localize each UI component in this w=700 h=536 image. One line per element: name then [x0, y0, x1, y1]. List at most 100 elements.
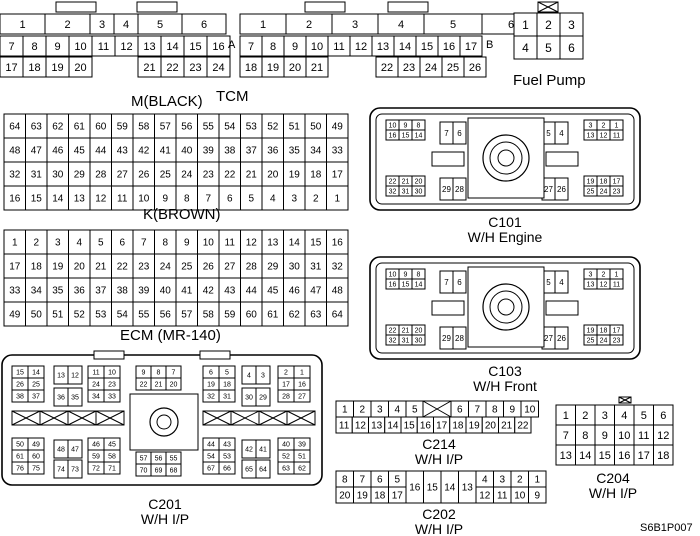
pin-number: 13 [462, 483, 474, 494]
pin-number: 19 [267, 62, 279, 74]
pin-cell [67, 459, 83, 479]
pin-cell [609, 129, 624, 141]
pin-number: 15 [404, 421, 416, 432]
pin-number: 17 [613, 179, 621, 186]
pin-number: 6 [568, 41, 575, 55]
c214-code: C214 [422, 436, 456, 452]
pin-number: 2 [313, 194, 319, 205]
pin-number: 4 [270, 194, 276, 205]
pin-number: 38 [224, 146, 236, 157]
c101-code: C101 [488, 214, 522, 230]
pin-number: 12 [355, 421, 367, 432]
pin-cell [181, 13, 227, 35]
pin-number: 11 [613, 282, 620, 289]
c103-name: W/H Front [473, 377, 537, 394]
pin-number: 1 [300, 370, 304, 377]
pin-number: 11 [225, 238, 236, 249]
pin-number: 24 [212, 62, 224, 74]
c202-name: W/H I/P [414, 520, 464, 536]
pin-number: 64 [332, 310, 344, 321]
pin-number: 21 [501, 421, 513, 432]
pin-cell [27, 389, 45, 403]
pin-number: 62 [298, 466, 306, 473]
pin-number: 10 [514, 491, 526, 502]
pin-number: 2 [602, 123, 606, 130]
pin-number: 48 [332, 286, 344, 297]
pin-number: 16 [332, 238, 344, 249]
pin-number: 20 [74, 262, 86, 273]
pin-number: 21 [143, 62, 155, 74]
pin-number: 2 [33, 238, 39, 249]
pin-number: 7 [141, 238, 147, 249]
pin-number: 19 [469, 421, 481, 432]
pin-number: 33 [9, 286, 21, 297]
pin-number: 55 [170, 456, 178, 463]
pin-number: 14 [579, 450, 591, 462]
pin-number: 52 [74, 310, 86, 321]
pin-number: 28 [282, 394, 290, 401]
pin-number: 43 [223, 442, 231, 449]
pin-number: 3 [99, 19, 105, 31]
cross-line [537, 1, 559, 13]
pin-number: 18 [310, 170, 322, 181]
pin-cell [293, 389, 311, 403]
pin-number: 6 [457, 278, 462, 287]
pin-number: 23 [403, 62, 415, 74]
c204-name: W/H I/P [588, 484, 638, 501]
pin-number: 35 [71, 395, 79, 402]
pin-number: 36 [267, 146, 279, 157]
pin-number: 8 [31, 41, 37, 53]
tcm-label: TCM [216, 88, 249, 105]
pin-number: 21 [402, 179, 410, 186]
pin-number: 1 [615, 272, 619, 279]
pin-number: 8 [184, 194, 190, 205]
pin-number: 72 [92, 466, 100, 473]
pin-cell [528, 486, 547, 504]
pin-number: 8 [270, 41, 276, 53]
pin-number: 56 [160, 310, 172, 321]
pin-number: 5 [450, 19, 456, 31]
cross-line [95, 410, 125, 426]
connector-b-top-tab [304, 1, 346, 13]
pin-number: 22 [381, 62, 393, 74]
pin-number: 9 [404, 272, 408, 279]
c214-label: C214 W/H I/P [384, 437, 494, 466]
pin-number: 9 [162, 194, 168, 205]
pin-number: 5 [641, 410, 647, 422]
pin-number: 7 [563, 430, 569, 442]
pin-number: 4 [247, 373, 251, 380]
cross-line [202, 410, 232, 426]
pin-number: 57 [140, 456, 148, 463]
pin-number: 16 [298, 382, 306, 389]
pin-number: 49 [32, 442, 40, 449]
pin-number: 54 [117, 310, 129, 321]
pin-cell [206, 35, 231, 57]
pin-number: 4 [76, 238, 82, 249]
pin-number: 41 [160, 146, 172, 157]
pin-number: 27 [544, 334, 553, 343]
pin-number: 76 [16, 466, 24, 473]
pin-number: 65 [245, 467, 253, 474]
c202-code: C202 [422, 506, 456, 522]
pin-cell [305, 56, 329, 78]
pin-number: 52 [267, 122, 279, 133]
pin-b-label: B [486, 39, 494, 51]
pin-number: 58 [108, 454, 116, 461]
pin-number: 51 [52, 310, 64, 321]
pin-cell [218, 389, 236, 403]
pin-number: 19 [207, 382, 215, 389]
pin-number: 21 [311, 62, 323, 74]
cross-line [422, 400, 452, 418]
pin-number: 32 [389, 189, 397, 196]
pin-cell [326, 301, 349, 327]
pin-number: 59 [92, 454, 100, 461]
pin-cell [255, 439, 271, 459]
pin-cell [103, 389, 121, 403]
pin-cell [452, 177, 467, 201]
pin-number: 17 [9, 262, 21, 273]
pin-number: 60 [95, 122, 107, 133]
pin-number: 20 [485, 421, 497, 432]
pin-number: 31 [402, 189, 410, 196]
